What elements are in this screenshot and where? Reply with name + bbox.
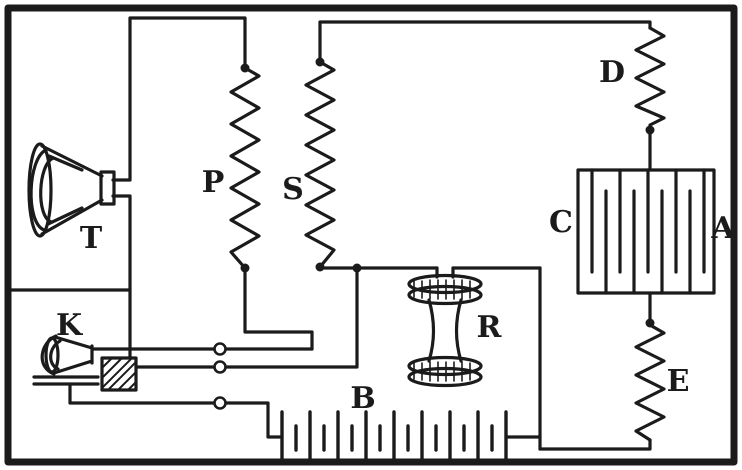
wire-phone-to-p (111, 16, 247, 182)
hatch-line (127, 381, 137, 391)
junction-dot (645, 318, 655, 328)
label-B: B (350, 381, 375, 416)
hatch-line (107, 361, 137, 391)
battery-B (280, 410, 508, 464)
junction-dot (645, 125, 655, 135)
terminal-circle (213, 360, 227, 374)
junction-dot (240, 63, 250, 73)
key-cone-top (53, 335, 94, 350)
r-flange-top (407, 273, 483, 295)
horn-bell-flute (39, 156, 55, 224)
label-K: K (56, 308, 83, 343)
cell-outline (576, 168, 716, 295)
wire-s-top-to-d (318, 20, 652, 64)
junction-dot (315, 57, 325, 67)
hatch-line (101, 357, 133, 389)
border-frame (4, 4, 738, 466)
label-S: S (282, 172, 304, 207)
r-flange-bottom (407, 366, 483, 388)
label-R: R (477, 310, 503, 345)
r-body-left (427, 298, 436, 363)
hatch-line (117, 371, 137, 391)
horn-cone-line (47, 154, 84, 172)
label-E: E (667, 364, 690, 399)
terminal-circle (213, 396, 227, 410)
key-cone-bottom (52, 359, 94, 375)
key-transmitter-K (32, 334, 138, 392)
key-cup-rim (44, 336, 60, 374)
r-flange-top (407, 284, 483, 306)
junction-dot (315, 262, 325, 272)
label-D: D (599, 55, 625, 90)
wire-e-bottom (538, 438, 652, 451)
spool-resistor-R (407, 273, 483, 388)
terminal-circle (213, 342, 227, 356)
plate-cell-CA (576, 168, 716, 295)
label-A: A (710, 211, 735, 246)
label-C: C (549, 205, 573, 240)
resistor-D (634, 26, 666, 127)
key-wedge (100, 356, 138, 392)
horn-cone-line (46, 206, 84, 226)
horn-cone-top (40, 144, 104, 178)
label-T: T (80, 221, 103, 256)
wire-key-line3 (68, 382, 284, 439)
resistor-E (634, 323, 666, 442)
horn-cone-bottom (40, 198, 104, 236)
wire-phone-down (111, 194, 132, 360)
horn-stem (99, 170, 116, 206)
r-flange-bottom (407, 355, 483, 377)
horn-bell-rim (27, 142, 53, 238)
label-P: P (202, 165, 225, 200)
horn-bell-flute (29, 148, 48, 232)
horn-speaker-T (27, 142, 116, 238)
hatch-line (101, 357, 123, 379)
hatch-line (101, 357, 113, 369)
wire-key-line2 (134, 266, 359, 369)
junction-dot (240, 263, 250, 273)
wire-p-bottom-to-key (243, 266, 314, 351)
resistor-P (229, 66, 261, 270)
resistor-S (304, 60, 336, 269)
junction-dot (352, 263, 362, 273)
r-body-right (454, 298, 463, 363)
